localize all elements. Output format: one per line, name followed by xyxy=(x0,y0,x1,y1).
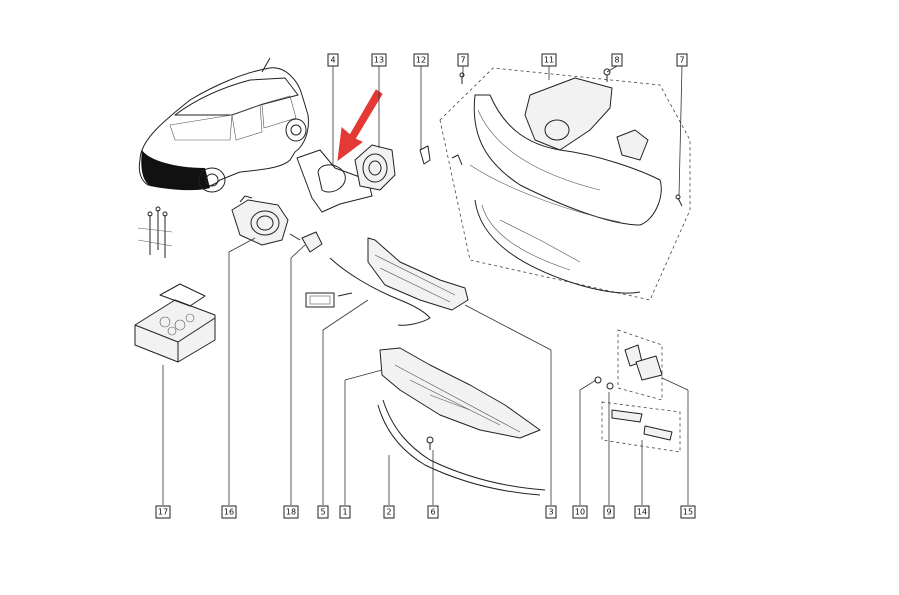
front-fascia-highlight xyxy=(141,150,210,191)
callout-label: 7 xyxy=(679,56,684,65)
callout-label: 12 xyxy=(416,56,426,65)
callout-11: 11 xyxy=(541,53,557,67)
callout-box xyxy=(603,505,615,519)
callout-8: 8 xyxy=(611,53,623,67)
callout-box xyxy=(611,53,623,67)
clip-illustration xyxy=(289,231,323,253)
screw-8-illustration xyxy=(603,68,611,82)
callout-12: 12 xyxy=(413,53,429,67)
callout-box xyxy=(676,53,688,67)
callout-box xyxy=(339,505,351,519)
callout-box xyxy=(155,505,171,519)
callout-box xyxy=(221,505,237,519)
callout-label: 2 xyxy=(386,508,391,517)
callout-1: 1 xyxy=(339,505,351,519)
fastener-12-illustration xyxy=(419,145,431,165)
screw-7a-illustration xyxy=(459,72,465,84)
right-bracket-group-illustration xyxy=(594,329,681,453)
callout-label: 17 xyxy=(158,508,168,517)
highlight-arrow xyxy=(337,89,383,162)
callout-label: 14 xyxy=(637,508,647,517)
sticker-illustration xyxy=(305,292,353,308)
callout-14: 14 xyxy=(634,505,650,519)
callout-label: 10 xyxy=(575,508,585,517)
callout-label: 13 xyxy=(374,56,384,65)
callout-box xyxy=(283,505,299,519)
callout-5: 5 xyxy=(317,505,329,519)
callout-label: 9 xyxy=(606,508,611,517)
callout-13: 13 xyxy=(371,53,387,67)
spoiler-strip-illustration xyxy=(329,257,431,326)
lower-grille-illustration xyxy=(367,237,469,311)
callout-box xyxy=(413,53,429,67)
callout-label: 1 xyxy=(342,508,347,517)
callout-label: 18 xyxy=(286,508,296,517)
screw-set-illustration xyxy=(137,206,173,258)
callout-16: 16 xyxy=(221,505,237,519)
callout-box xyxy=(680,505,696,519)
callout-label: 11 xyxy=(544,56,554,65)
callout-7-right: 7 xyxy=(676,53,688,67)
callout-box xyxy=(383,505,395,519)
callout-box xyxy=(545,505,557,519)
callout-box xyxy=(371,53,387,67)
callout-15: 15 xyxy=(680,505,696,519)
callout-label: 5 xyxy=(320,508,325,517)
fog-lamp-housing-illustration xyxy=(231,195,289,246)
callout-box xyxy=(457,53,469,67)
callout-label: 7 xyxy=(460,56,465,65)
callout-label: 3 xyxy=(548,508,553,517)
callout-10: 10 xyxy=(572,505,588,519)
callout-label: 16 xyxy=(224,508,234,517)
parts-box-illustration xyxy=(134,283,216,363)
callout-6: 6 xyxy=(427,505,439,519)
screw-7b-illustration xyxy=(675,194,683,207)
callout-3: 3 xyxy=(545,505,557,519)
callout-18: 18 xyxy=(283,505,299,519)
car-overview-illustration xyxy=(138,57,309,193)
callout-box xyxy=(317,505,329,519)
leader-lines xyxy=(162,65,689,505)
callout-17: 17 xyxy=(155,505,171,519)
callout-9: 9 xyxy=(603,505,615,519)
clip-6-illustration xyxy=(426,436,434,450)
callout-label: 15 xyxy=(683,508,693,517)
callout-label: 4 xyxy=(330,56,335,65)
callout-7-top: 7 xyxy=(457,53,469,67)
callout-box xyxy=(541,53,557,67)
callout-box xyxy=(427,505,439,519)
fog-lamp-illustration xyxy=(354,144,396,191)
callout-4: 4 xyxy=(327,53,339,67)
callout-box xyxy=(634,505,650,519)
lower-trim-illustration xyxy=(377,399,546,496)
callout-box xyxy=(327,53,339,67)
under-shield-illustration xyxy=(379,347,541,439)
callout-box xyxy=(572,505,588,519)
callout-label: 6 xyxy=(430,508,435,517)
front-bumper-assembly-illustration xyxy=(439,67,691,301)
callout-label: 8 xyxy=(614,56,619,65)
callout-2: 2 xyxy=(383,505,395,519)
fog-lamp-trim-frame-illustration xyxy=(296,149,373,213)
